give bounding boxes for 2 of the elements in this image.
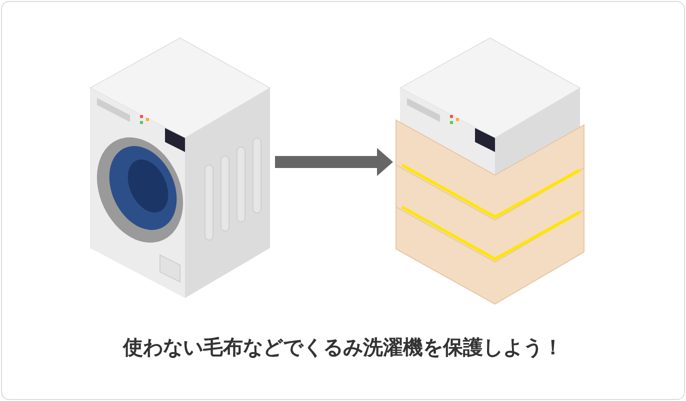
- arrow: [275, 148, 393, 176]
- caption: 使わない毛布などでくるみ洗濯機を保護しよう！: [122, 334, 564, 361]
